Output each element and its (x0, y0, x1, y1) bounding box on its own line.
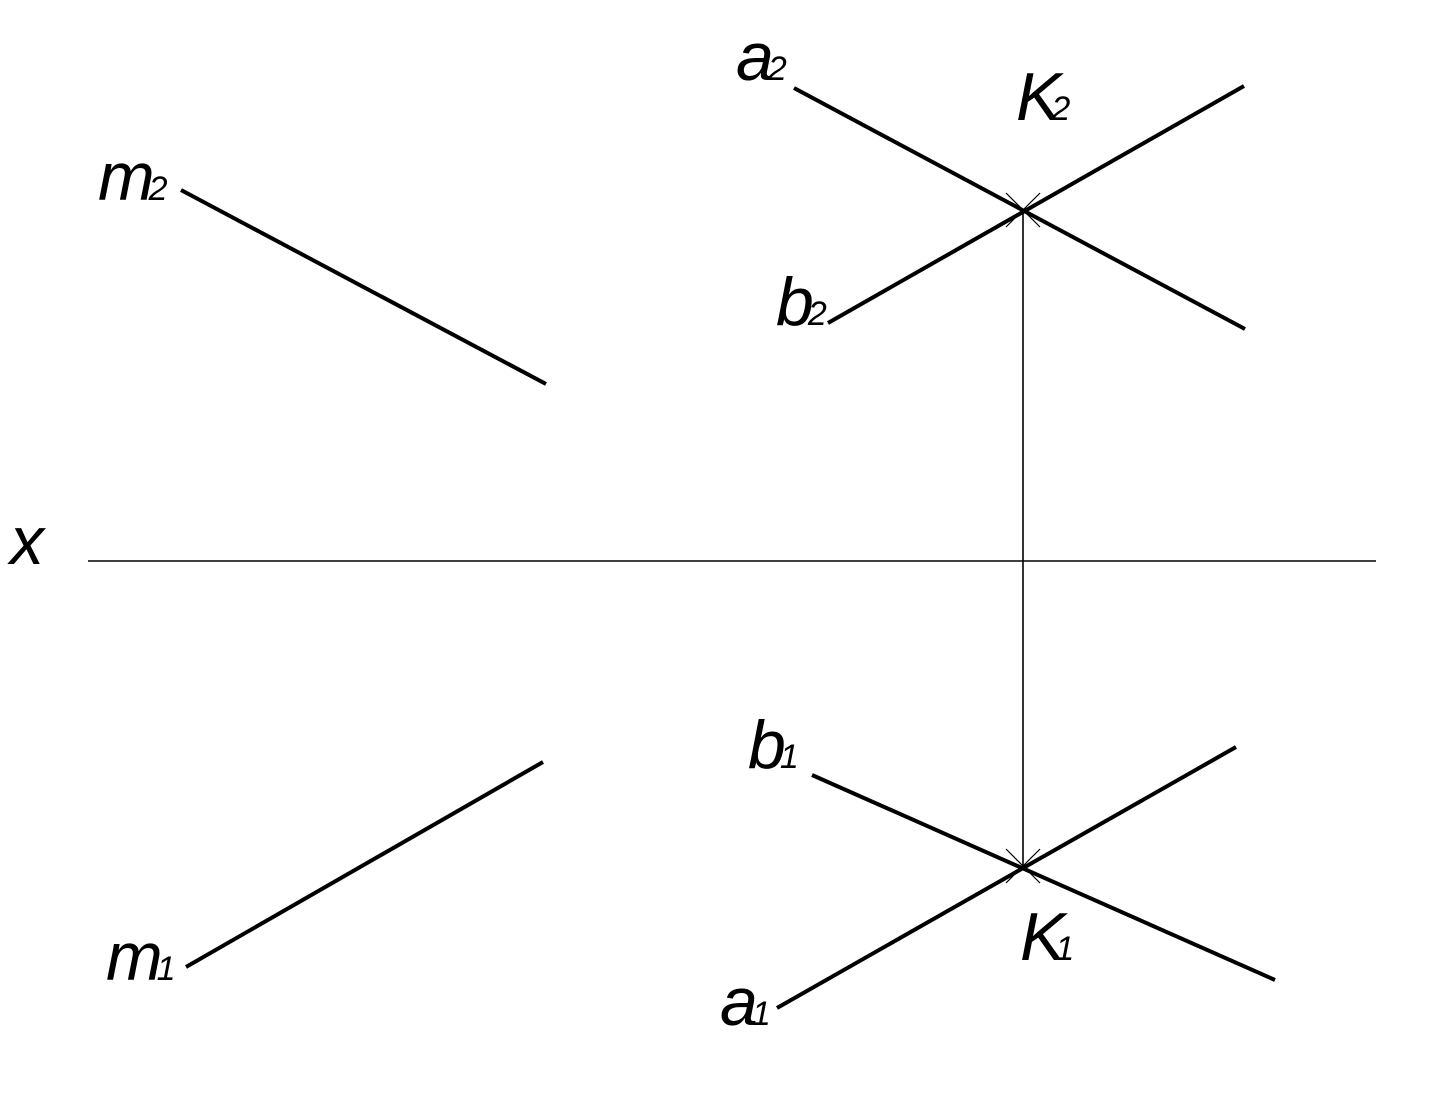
line-a1 (776, 745, 1237, 1010)
label-a2: a2 (736, 19, 787, 95)
label-a1: a1 (720, 964, 771, 1040)
intersection-mark-k2 (1005, 192, 1041, 228)
label-b1: b1 (748, 707, 799, 783)
label-m1: m1 (106, 919, 176, 995)
line-m1 (185, 760, 544, 969)
x-axis-label: x (7, 503, 46, 579)
label-k1: K1 (1020, 899, 1074, 975)
label-k2: K2 (1016, 59, 1070, 135)
intersection-mark-k1 (1005, 848, 1041, 884)
label-m2: m2 (98, 139, 168, 215)
line-b1 (811, 773, 1276, 982)
line-m2 (180, 188, 547, 386)
line-b2 (827, 84, 1245, 325)
label-b2: b2 (776, 264, 827, 340)
line-a2 (793, 86, 1246, 331)
